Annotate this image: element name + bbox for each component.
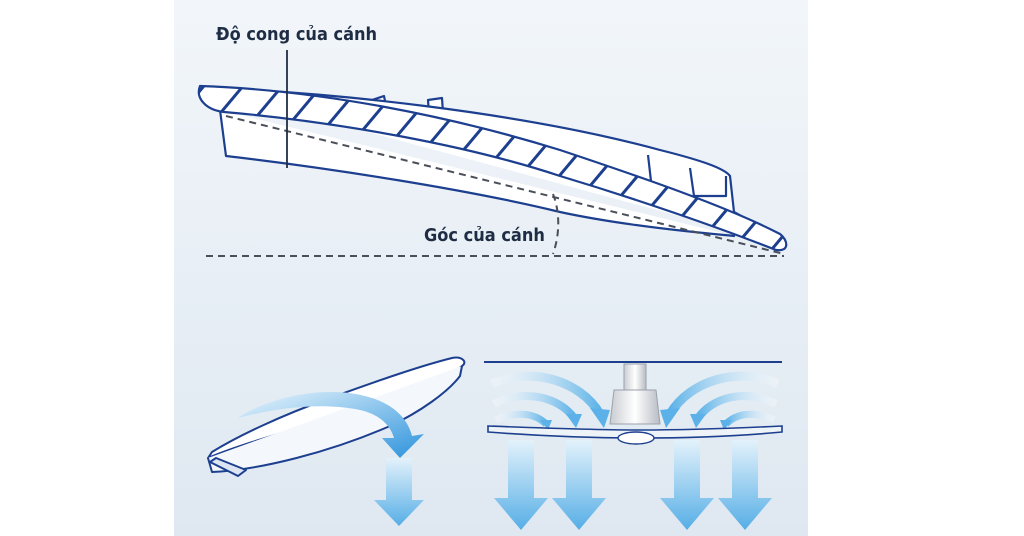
right-arc-arrowheads	[660, 408, 732, 430]
down-arrow-2	[552, 440, 606, 530]
blade-profile	[197, 84, 788, 252]
label-blade-curvature: Độ cong của cánh	[216, 24, 377, 45]
down-arrow-4	[718, 440, 772, 530]
left-arc-arrowheads	[540, 408, 610, 430]
angle-arc	[552, 193, 560, 255]
right-airflow-arcs	[666, 371, 780, 427]
ceiling-fan	[487, 363, 783, 445]
fan-down-arrows	[494, 440, 772, 530]
down-arrow-1	[494, 440, 548, 530]
angle-guides	[206, 115, 785, 257]
label-blade-angle: Góc của cánh	[424, 225, 545, 246]
left-airflow-arcs	[490, 371, 604, 427]
curved-airflow-arrow	[238, 391, 424, 458]
down-arrow-3	[660, 440, 714, 530]
single-blade	[207, 356, 466, 477]
down-arrow-single	[374, 458, 424, 526]
